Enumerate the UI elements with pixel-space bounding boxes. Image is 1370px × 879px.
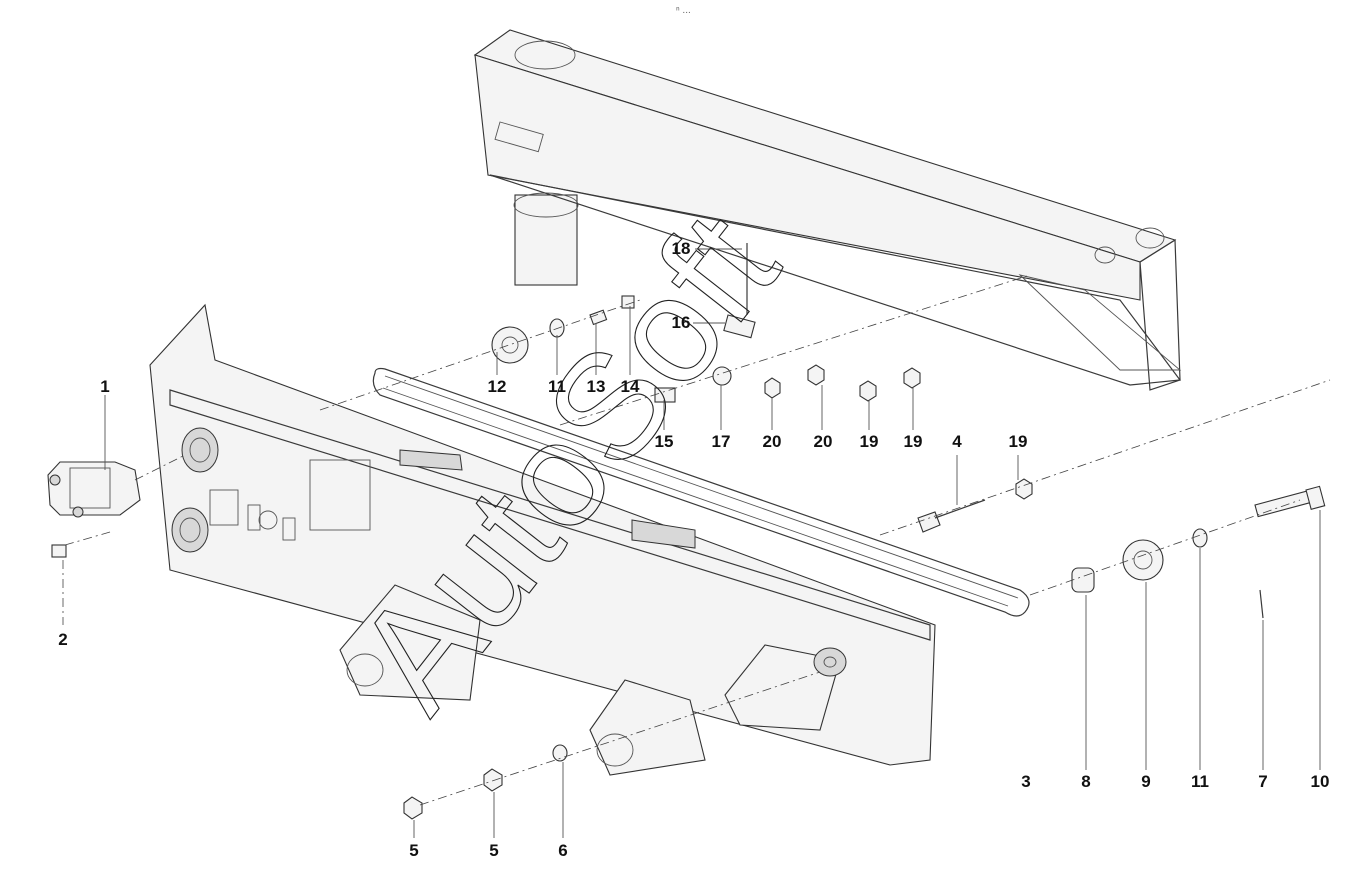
- part-label-p7[interactable]: 7: [1258, 772, 1268, 791]
- part-label-p14[interactable]: 14: [620, 377, 640, 396]
- part-label-p20a[interactable]: 20: [762, 432, 782, 451]
- part-label-p11b[interactable]: 11: [1191, 772, 1209, 791]
- drive-sprocket-assembly: [319, 295, 641, 411]
- part-label-p12[interactable]: 12: [487, 377, 507, 396]
- part-label-p3[interactable]: 3: [1021, 772, 1031, 791]
- bottom-nuts: [403, 671, 821, 838]
- tensioner-parts: [559, 243, 1031, 430]
- bolt-2: [51, 531, 111, 625]
- part-label-p19b[interactable]: 19: [903, 432, 923, 451]
- part-label-p19a[interactable]: 19: [859, 432, 879, 451]
- part-label-p9[interactable]: 9: [1141, 772, 1151, 791]
- header-mark: ⁿ ...: [676, 5, 691, 16]
- chain-loop: [372, 367, 1030, 617]
- part-label-p11a[interactable]: 11: [548, 377, 566, 396]
- part-label-p17[interactable]: 17: [711, 432, 731, 451]
- part-label-p5b[interactable]: 5: [489, 841, 499, 860]
- hydraulic-motor: [47, 395, 186, 518]
- idler-assembly: [1029, 485, 1326, 770]
- lower-main-frame: [149, 303, 936, 776]
- part-label-p5a[interactable]: 5: [409, 841, 419, 860]
- part-label-p15[interactable]: 15: [654, 432, 674, 451]
- part-label-p20b[interactable]: 20: [813, 432, 833, 451]
- part-label-p4[interactable]: 4: [952, 432, 962, 451]
- upper-frame-beam: [473, 29, 1182, 391]
- part-label-p13[interactable]: 13: [586, 377, 606, 396]
- part-label-p1[interactable]: 1: [100, 377, 110, 396]
- part-label-p16[interactable]: 16: [671, 313, 691, 332]
- tension-bolt: [879, 379, 1331, 536]
- part-label-p8[interactable]: 8: [1081, 772, 1091, 791]
- part-label-p10[interactable]: 10: [1310, 772, 1330, 791]
- part-label-p18[interactable]: 18: [671, 239, 691, 258]
- part-label-p19c[interactable]: 19: [1008, 432, 1028, 451]
- part-label-p2[interactable]: 2: [58, 630, 68, 649]
- part-label-p6[interactable]: 6: [558, 841, 568, 860]
